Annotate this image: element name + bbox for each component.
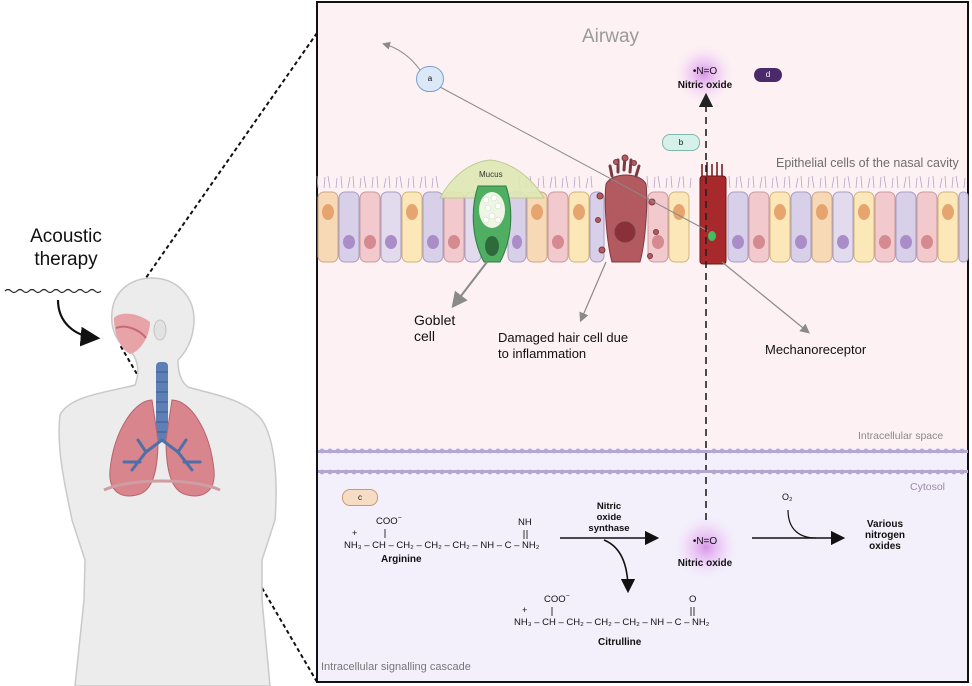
arginine-bonds [384,529,528,539]
membrane-heads [319,448,965,475]
badge-b: b [662,134,700,151]
sound-wave [4,288,102,294]
arrow-mechanoreceptor [721,261,810,334]
goblet-cell-label: Goblet cell [414,312,456,344]
no-glow-top [674,44,734,104]
damaged-hair-cell-label: Damaged hair cell due to inflammation [498,330,629,361]
arginine-formula: NH₃ – CH – CH₂ – CH₂ – CH₂ – NH – C – NH… [344,540,540,551]
airway-title: Airway [582,26,640,47]
nitric-oxide-synthase-label: Nitric oxide synthase [588,501,630,534]
badge-d: d [754,68,782,82]
epithelial-cells [317,191,969,263]
nitric-oxide-label-top: Nitric oxide [677,80,733,91]
mechanoreceptor-cell [699,162,727,265]
goblet-cell [439,159,545,263]
cytosol-label: Cytosol [910,481,946,493]
acoustic-therapy-label: Acoustic therapy [30,226,102,270]
no-glow-low [674,515,738,579]
badge-c: c [342,489,378,506]
mechanoreceptor-label: Mechanoreceptor [765,342,867,357]
citrulline-bonds [551,607,695,616]
badge-a: a [416,66,444,92]
citrulline-formula: NH₃ – CH – CH₂ – CH₂ – CH₂ – NH – C – NH… [514,617,710,628]
nitrogen-oxides-label: Various nitrogen oxides [865,519,905,552]
citrulline-o: O [689,594,697,605]
zoom-frame [316,1,969,683]
arrow-damaged [579,261,607,323]
arginine-nh: NH [518,517,532,528]
arginine-name: Arginine [381,554,422,565]
arginine-plus: + [352,528,358,538]
intracellular-space-label: Intracellular space [858,430,944,442]
o2-hook [787,509,817,539]
mucus-label: Mucus [479,170,503,179]
human-figure [58,277,277,686]
zoom-line-top [112,32,318,326]
cytosol-region [317,448,968,682]
nitric-oxide-label-cytosol: Nitric oxide [677,558,733,569]
therapy-arrow [56,299,101,347]
no-symbol-top: •N=O [692,66,718,77]
arrow-goblet [451,261,488,309]
arrow-to-citrulline [603,539,636,594]
arginine-coo: COO− [376,515,402,528]
arrow-a-to-cell [439,86,709,232]
cilia-band [316,175,966,189]
damaged-hair-cell [595,154,659,263]
citrulline-coo: COO− [544,593,570,606]
citrulline-plus: + [522,605,528,615]
signalling-cascade-label: Intracellular signalling cascade [321,661,471,673]
epithelial-cells-label: Epithelial cells of the nasal cavity [776,156,959,170]
no-symbol-cytosol: •N=O [692,536,718,547]
citrulline-name: Citrulline [598,637,642,648]
oxygen-label: O₂ [782,492,793,502]
arrow-a-out [382,41,421,71]
